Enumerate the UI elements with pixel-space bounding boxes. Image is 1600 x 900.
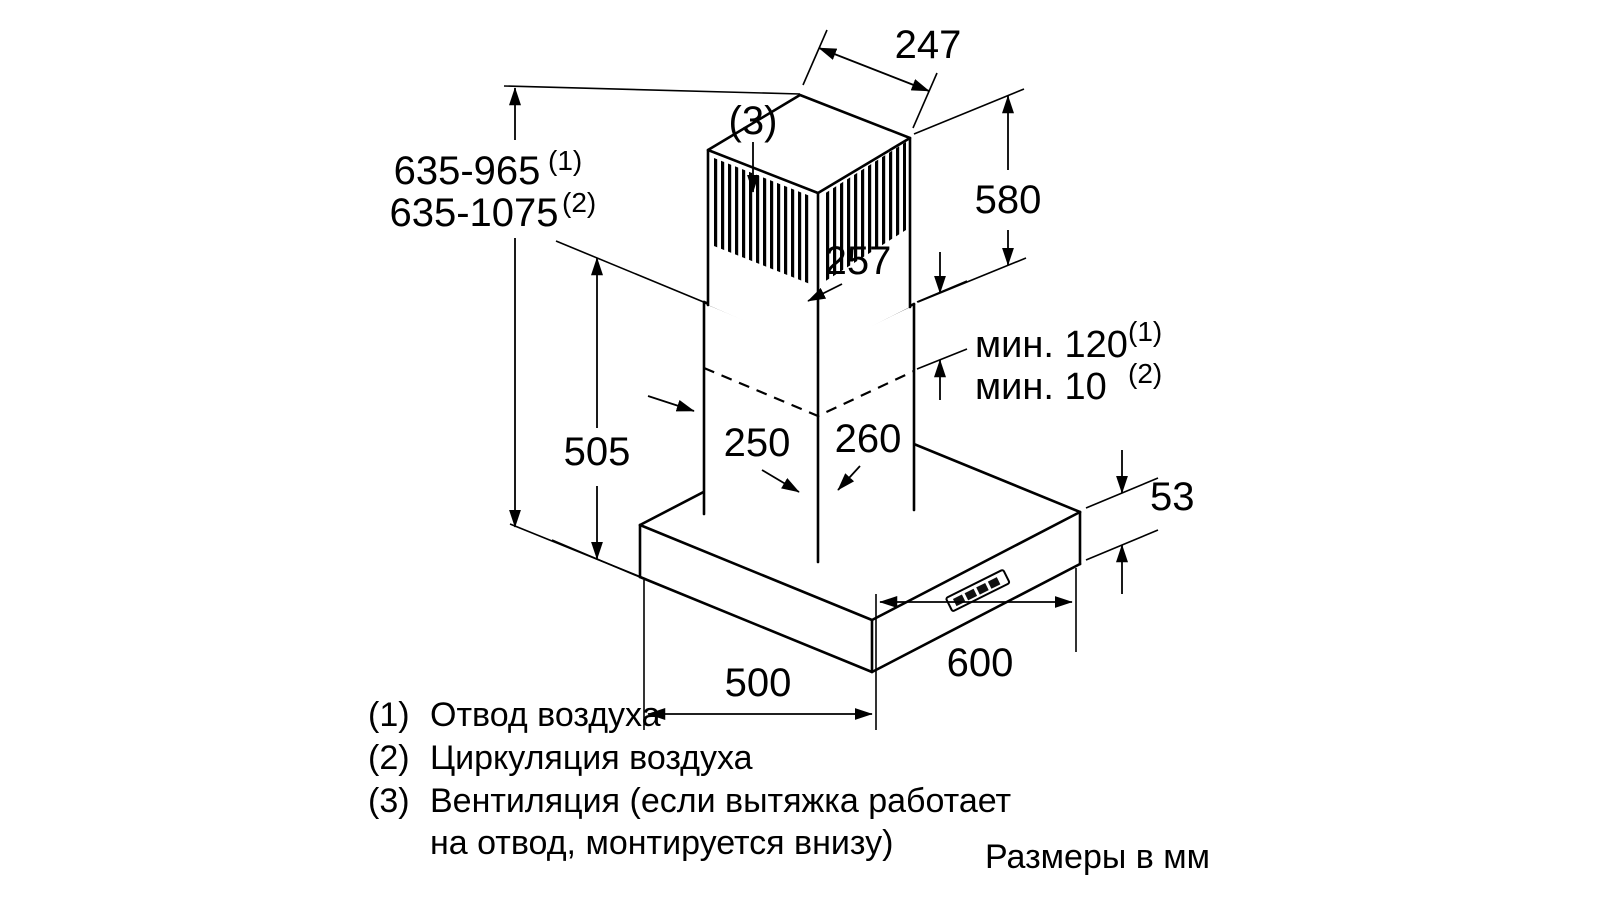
dim-min120-label: мин. 120 bbox=[975, 324, 1128, 366]
dim-247: 247 bbox=[802, 23, 962, 129]
dim-580: 580 bbox=[913, 88, 1042, 303]
dim-505-label: 505 bbox=[564, 430, 631, 474]
dim-total-height-2-label: 635-1075 bbox=[389, 191, 558, 235]
panel-button bbox=[976, 582, 989, 595]
dim-total-height: 635-965 (1) 635-1075 (2) bbox=[389, 85, 801, 580]
vent-callout-label: (3) bbox=[729, 99, 778, 143]
dim-53-label: 53 bbox=[1150, 475, 1195, 519]
legend-text-3: Вентиляция (если вытяжка работает bbox=[430, 782, 1011, 820]
vent-slots-right bbox=[824, 142, 906, 282]
legend-text-1: Отвод воздуха bbox=[430, 696, 661, 734]
chimney-lower-body bbox=[704, 302, 914, 562]
dim-600-label: 600 bbox=[947, 641, 1014, 685]
dim-260-label: 260 bbox=[835, 417, 902, 461]
dim-600: 600 bbox=[875, 568, 1077, 730]
legend-num-3: (3) bbox=[368, 782, 410, 820]
chimney-lower-section bbox=[702, 300, 916, 564]
telescopic-joint-dashed-line bbox=[703, 366, 915, 418]
chimney-upper-section bbox=[706, 93, 912, 354]
dim-580-label: 580 bbox=[975, 178, 1042, 222]
dim-total-height-2-sup: (2) bbox=[562, 187, 596, 218]
dim-500: 500 bbox=[643, 580, 873, 730]
legend-num-2: (2) bbox=[368, 739, 410, 777]
dim-250-label: 250 bbox=[724, 421, 791, 465]
dim-257: 257 bbox=[807, 239, 892, 302]
legend-num-1: (1) bbox=[368, 696, 410, 734]
dim-505: 505 bbox=[551, 240, 707, 579]
dim-total-height-1-sup: (1) bbox=[548, 145, 582, 176]
dim-min120-sup: (1) bbox=[1128, 316, 1162, 347]
units-note: Размеры в мм bbox=[985, 838, 1210, 876]
dim-min-clearance: мин. 120 (1) мин. 10 (2) bbox=[916, 252, 1162, 408]
dim-257-label: 257 bbox=[825, 239, 892, 283]
vent-callout: (3) bbox=[729, 99, 778, 193]
chimney-side-pointer bbox=[647, 395, 695, 412]
dim-247-label: 247 bbox=[895, 23, 962, 67]
vent-slots-left bbox=[714, 158, 810, 284]
dim-500-label: 500 bbox=[725, 661, 792, 705]
dim-53: 53 bbox=[1085, 450, 1195, 594]
dim-min10-sup: (2) bbox=[1128, 358, 1162, 389]
dim-250-260: 250 260 bbox=[647, 395, 902, 493]
legend: (1) Отвод воздуха (2) Циркуляция воздуха… bbox=[368, 696, 1011, 862]
panel-button bbox=[987, 577, 1001, 589]
dim-min10-label: мин. 10 bbox=[975, 366, 1107, 408]
legend-text-4: на отвод, монтируется внизу) bbox=[430, 824, 893, 862]
dim-total-height-1-label: 635-965 bbox=[394, 149, 541, 193]
legend-text-2: Циркуляция воздуха bbox=[430, 739, 753, 777]
